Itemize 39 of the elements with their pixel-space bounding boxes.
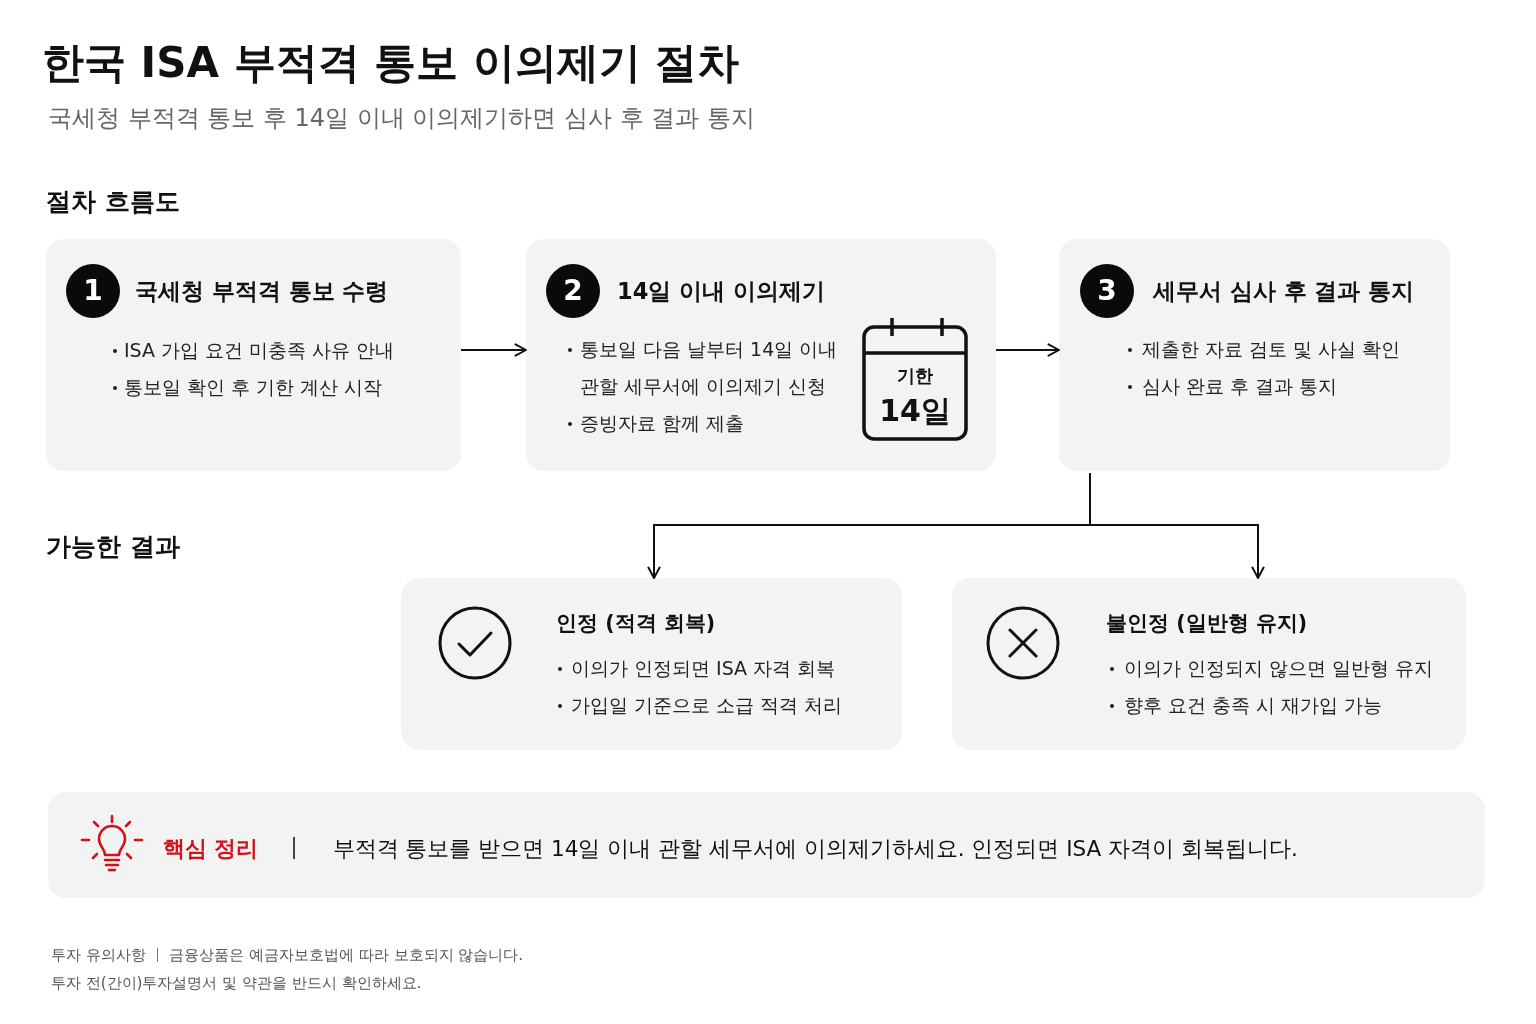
summary-text: 부적격 통보를 받으면 14일 이내 관할 세무서에 이의제기하세요. 인정되면 ISA 자격이 회복됩니다. — [332, 834, 1298, 863]
summary-banner — [48, 792, 1485, 898]
disclaimer-text: 금융상품은 예금자보호법에 따라 보호되지 않습니다. — [169, 945, 524, 965]
bullet-text: 심사 완료 후 결과 통지 — [1142, 374, 1338, 399]
section-heading: 가능한 결과 — [46, 531, 180, 563]
step-card — [46, 239, 461, 471]
result-card — [952, 578, 1466, 750]
bullet-text: 향후 요건 충족 시 재가입 가능 — [1124, 693, 1383, 718]
arrow — [1089, 472, 1265, 579]
result-card — [401, 578, 902, 750]
bullet-text: 이의가 인정되면 ISA 자격 회복 — [571, 656, 836, 681]
bullet-text: 통보일 확인 후 기한 계산 시작 — [124, 375, 383, 400]
bullet-text: ISA 가입 요건 미충족 사유 안내 — [124, 338, 395, 363]
bullet-text: 가입일 기준으로 소급 적격 처리 — [571, 693, 843, 718]
number-badge: 1 — [66, 264, 120, 318]
page-title: 한국 ISA 부적격 통보 이의제기 절차 — [42, 37, 740, 89]
bullet-text: 이의가 인정되지 않으면 일반형 유지 — [1124, 656, 1434, 681]
step-card — [526, 239, 996, 471]
step-title: 국세청 부적격 통보 수령 — [135, 277, 389, 306]
result-title: 인정 (적격 회복) — [556, 610, 715, 637]
disclaimer-text: 투자 유의사항 — [51, 945, 146, 965]
section-heading: 절차 흐름도 — [46, 186, 180, 218]
subtitle: 국세청 부적격 통보 후 14일 이내 이의제기하면 심사 후 결과 통지 — [48, 103, 755, 134]
deadline-days: 14일 — [879, 393, 951, 428]
result-title: 불인정 (일반형 유지) — [1106, 610, 1307, 637]
deadline-label: 기한 — [897, 365, 933, 386]
arrow — [995, 343, 1060, 357]
disclaimer-text: 투자 전(간이)투자설명서 및 약관을 반드시 확인하세요. — [51, 973, 422, 993]
arrow — [460, 343, 527, 357]
bullet-text: 통보일 다음 날부터 14일 이내 관할 세무서에 이의제기 신청 — [580, 337, 839, 399]
step-title: 세무서 심사 후 결과 통지 — [1153, 277, 1415, 306]
step-title: 14일 이내 이의제기 — [617, 277, 825, 306]
highlight-label: 핵심 정리 — [163, 834, 259, 863]
bullet-text: 증빙자료 함께 제출 — [580, 411, 745, 436]
calendar-icon — [862, 317, 968, 441]
step-card — [1059, 239, 1450, 471]
bullet-text: 제출한 자료 검토 및 사실 확인 — [1142, 337, 1401, 362]
number-badge: 3 — [1080, 264, 1134, 318]
number-badge: 2 — [546, 264, 600, 318]
